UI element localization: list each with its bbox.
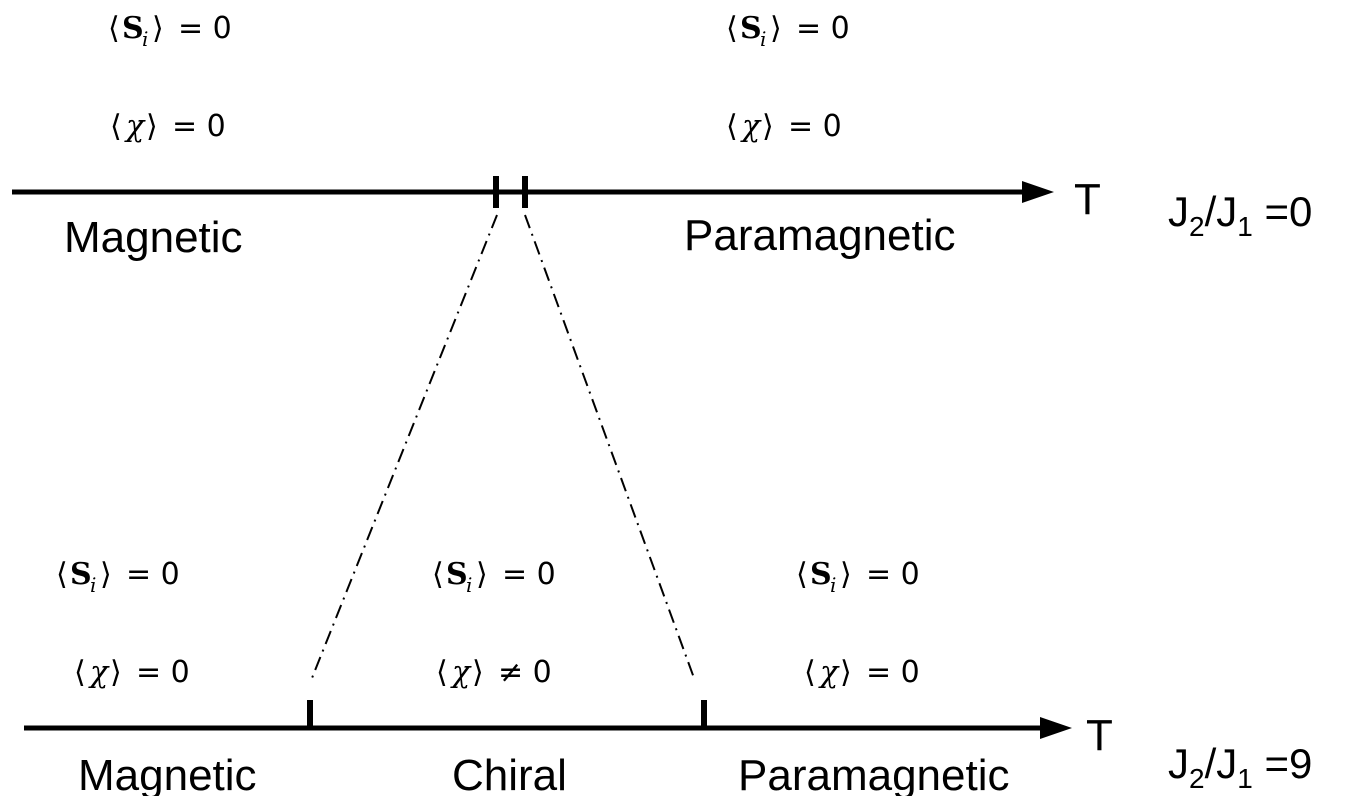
bottom-coupling-ratio: J2/J1 =9: [1168, 740, 1312, 794]
bracket-open: ⟨: [804, 655, 816, 690]
spin-index: i: [90, 573, 96, 597]
bottom-axis-arrowhead: [1040, 717, 1072, 739]
spin-index: i: [466, 573, 472, 597]
bracket-close: ⟩: [100, 557, 112, 592]
bracket-close: ⟩: [762, 109, 774, 144]
spin-index: i: [142, 27, 148, 51]
top-axis-arrowhead: [1022, 181, 1054, 203]
svg-text:J2/J1 =9: J2/J1 =9: [1168, 740, 1312, 794]
bottom-paramagnetic-chirality-expectation: ⟨ χ ⟩ = 0: [804, 655, 920, 690]
spin-index: i: [830, 573, 836, 597]
top-axis-label-T: T: [1074, 175, 1101, 224]
bracket-close: ⟩: [476, 557, 488, 592]
spin-symbol: S: [122, 11, 144, 46]
spin-equation: = 0: [178, 11, 232, 46]
spin-equation: = 0: [866, 557, 920, 592]
spin-equation: = 0: [126, 557, 180, 592]
bottom-paramagnetic-spin-expectation: ⟨ S i ⟩ = 0: [796, 557, 920, 597]
spin-equation: = 0: [502, 557, 556, 592]
bracket-open: ⟨: [726, 11, 738, 46]
chi-equation: = 0: [172, 109, 226, 144]
svg-text:J2/J1 =0: J2/J1 =0: [1168, 188, 1312, 242]
top-phase-magnetic: Magnetic: [64, 213, 243, 262]
bracket-open: ⟨: [432, 557, 444, 592]
top-magnetic-spin-expectation: ⟨ S i ⟩ = 0: [108, 11, 232, 51]
bottom-phase-magnetic: Magnetic: [78, 751, 257, 796]
bracket-close: ⟩: [770, 11, 782, 46]
bracket-open: ⟨: [436, 655, 448, 690]
top-magnetic-chirality-expectation: ⟨ χ ⟩ = 0: [110, 109, 226, 144]
spin-symbol: S: [446, 557, 468, 592]
spin-index: i: [760, 27, 766, 51]
spin-equation: = 0: [796, 11, 850, 46]
bracket-close: ⟩: [146, 109, 158, 144]
bottom-chiral-spin-expectation: ⟨ S i ⟩ = 0: [432, 557, 556, 597]
bottom-chiral-chirality-expectation: ⟨ χ ⟩ ≠ 0: [436, 655, 552, 690]
bottom-magnetic-spin-expectation: ⟨ S i ⟩ = 0: [56, 557, 180, 597]
bottom-axis-label-T: T: [1086, 711, 1113, 760]
chi-equation: = 0: [788, 109, 842, 144]
ratio-J2: J: [1168, 740, 1189, 787]
right-connector-line: [524, 214, 695, 679]
bottom-phase-paramagnetic: Paramagnetic: [738, 751, 1009, 796]
bracket-open: ⟨: [110, 109, 122, 144]
chi-symbol: χ: [818, 655, 840, 690]
top-phase-paramagnetic: Paramagnetic: [684, 211, 955, 260]
bracket-close: ⟩: [152, 11, 164, 46]
chi-equation: = 0: [136, 655, 190, 690]
top-coupling-ratio: J2/J1 =0: [1168, 188, 1312, 242]
ratio-J2: J: [1168, 188, 1189, 235]
bracket-open: ⟨: [726, 109, 738, 144]
bracket-close: ⟩: [110, 655, 122, 690]
bracket-open: ⟨: [74, 655, 86, 690]
bracket-close: ⟩: [472, 655, 484, 690]
bottom-phase-chiral: Chiral: [452, 751, 567, 796]
left-connector-line: [311, 214, 498, 679]
chi-equation: ≠ 0: [498, 655, 552, 690]
chi-symbol: χ: [450, 655, 472, 690]
bracket-open: ⟨: [796, 557, 808, 592]
chi-symbol: χ: [88, 655, 110, 690]
chi-symbol: χ: [740, 109, 762, 144]
bracket-open: ⟨: [56, 557, 68, 592]
bracket-close: ⟩: [840, 557, 852, 592]
bracket-open: ⟨: [108, 11, 120, 46]
spin-symbol: S: [70, 557, 92, 592]
spin-symbol: S: [810, 557, 832, 592]
chi-equation: = 0: [866, 655, 920, 690]
chi-symbol: χ: [124, 109, 146, 144]
bracket-close: ⟩: [840, 655, 852, 690]
top-paramagnetic-chirality-expectation: ⟨ χ ⟩ = 0: [726, 109, 842, 144]
spin-symbol: S: [740, 11, 762, 46]
bottom-magnetic-chirality-expectation: ⟨ χ ⟩ = 0: [74, 655, 190, 690]
top-paramagnetic-spin-expectation: ⟨ S i ⟩ = 0: [726, 11, 850, 51]
